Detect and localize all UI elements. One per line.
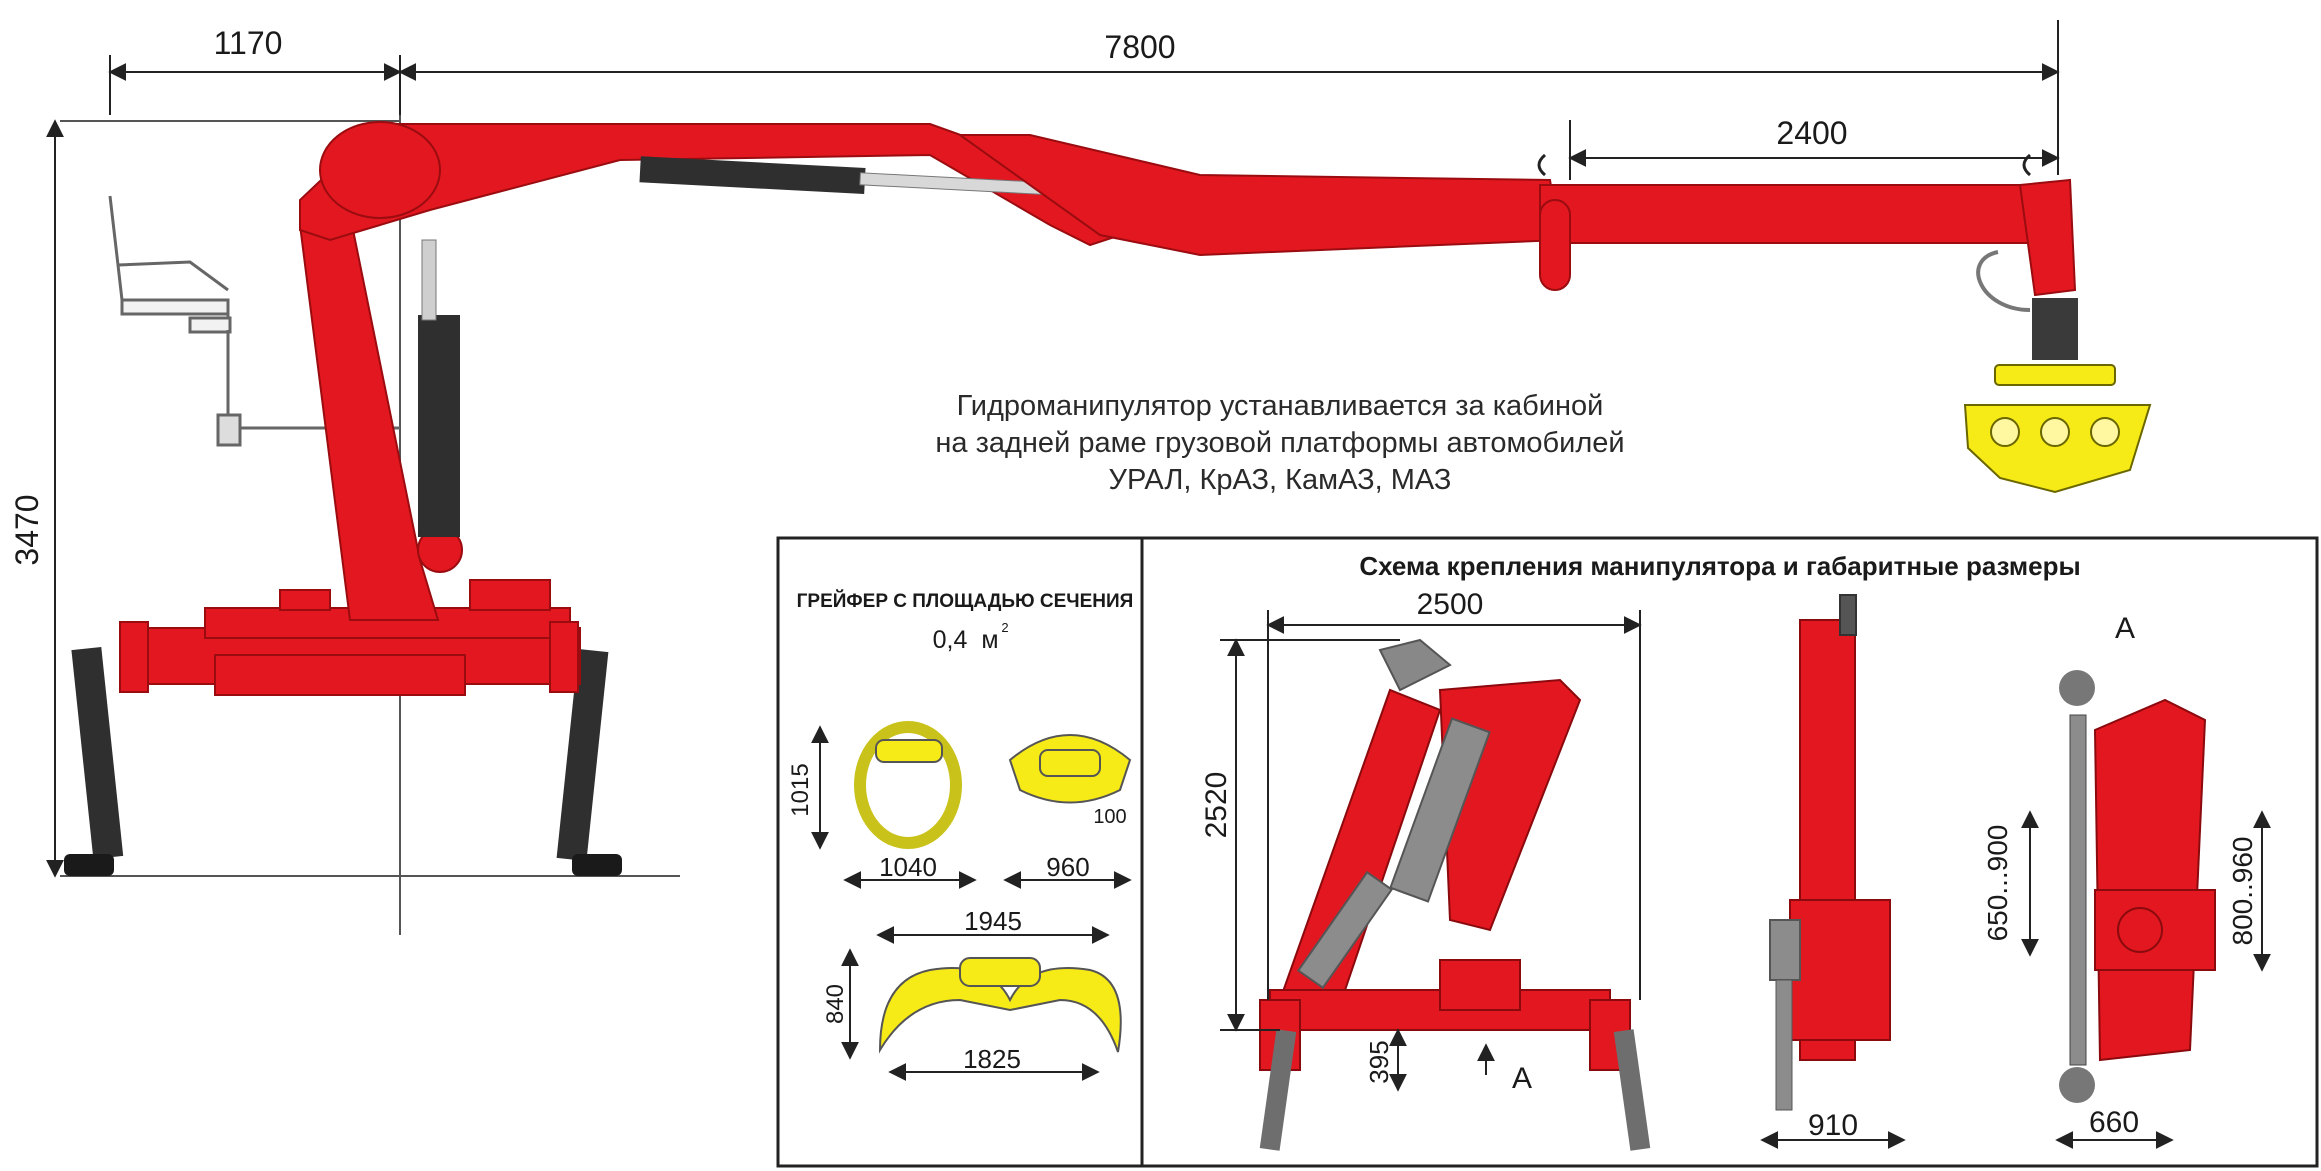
grapple-dimension-lines [811,725,1132,1081]
end-view-leg [1775,979,1793,1111]
dim-mount-base: 395 [1364,1040,1394,1083]
dim-front-width: 660 [2089,1106,2139,1139]
dim-g1-width: 1040 [879,852,937,882]
view-label-a: A [2115,612,2135,645]
grapple-open [854,721,962,849]
folded-crane-legs [1259,1029,1651,1151]
dim-extension: 2400 [1776,115,1847,151]
crane-end-view [1769,594,1891,1061]
main-grapple [1963,364,2152,494]
rotator [2032,298,2078,360]
dim-left-range: 650...900 [1982,825,2013,942]
main-dimension-lines [46,20,2060,878]
dim-column-offset: 1170 [214,25,283,61]
dim-g1-height: 1015 [787,763,814,816]
base-frame [119,579,581,696]
boom-cylinder [639,156,866,195]
outer-boom [956,134,1562,257]
caption-line-3: УРАЛ, КрАЗ, КамАЗ, МАЗ [1108,464,1452,496]
main-crane [60,115,2152,935]
dim-g2-width: 960 [1046,852,1089,882]
grapple-closed [1008,734,1132,804]
grapple-panel-frame [776,536,1144,1168]
dim-g3-bottom: 1825 [963,1044,1021,1074]
dim-height: 3470 [9,494,45,565]
grapple-area-unit: м [981,626,998,654]
dim-reach: 7800 [1104,29,1175,65]
caption-line-1: Гидроманипулятор устанавливается за каби… [956,390,1604,422]
folded-crane-side [1259,638,1631,1071]
dim-right-range: 800..960 [2227,837,2258,946]
installation-caption: Гидроманипулятор устанавливается за каби… [860,388,1700,499]
crane-column [298,213,440,621]
grapple-area-value: 0,4 [933,626,968,654]
dim-g3-height: 840 [822,984,849,1024]
grapple-panel-title: ГРЕЙФЕР С ПЛОЩАДЬЮ СЕЧЕНИЯ [797,590,1134,612]
dim-mount-height: 2520 [1200,772,1233,839]
dim-g3-top: 1945 [964,906,1022,936]
mount-panel-title: Схема крепления манипулятора и габаритны… [1359,551,2080,581]
crane-view-a [2059,670,2216,1103]
arrow-label-a: A [1512,1062,1532,1095]
dim-g2-small: 100 [1093,806,1126,828]
grapple-area-unit-sup: 2 [1001,620,1008,635]
column-cylinder [418,315,460,537]
grapple-wide [878,957,1122,1054]
caption-line-2: на задней раме грузовой платформы автомо… [935,427,1625,459]
outrigger-legs [64,646,622,876]
dim-side-width: 910 [1808,1109,1858,1142]
mount-dimension-lines [1220,610,2271,1149]
dim-mount-width: 2500 [1417,588,1484,621]
telescopic-extension [1539,184,2061,244]
